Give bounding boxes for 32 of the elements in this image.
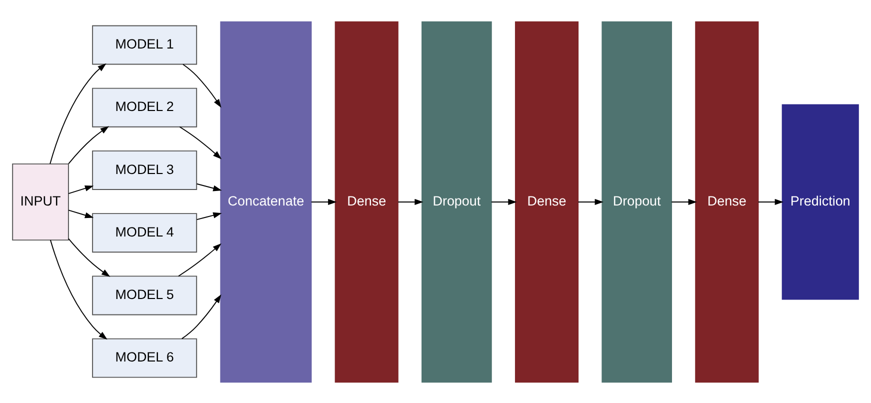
- node-box: MODEL 5: [92, 275, 198, 315]
- node-box: Concatenate: [220, 20, 312, 382]
- arrow: [50, 239, 108, 340]
- arrow: [196, 212, 222, 220]
- node-box: Dense: [334, 20, 398, 382]
- node-box: Dropout: [602, 20, 672, 382]
- arrow: [68, 238, 110, 276]
- node-box: Prediction: [782, 104, 859, 300]
- arrow: [671, 198, 697, 205]
- node-box: Dense: [695, 20, 759, 382]
- node-box: Dropout: [422, 20, 492, 382]
- arrow: [68, 209, 94, 218]
- node-box: Dense: [514, 20, 579, 382]
- arrow: [178, 242, 222, 276]
- node-box: MODEL 3: [92, 150, 198, 190]
- node-box: INPUT: [12, 162, 69, 240]
- node-box: MODEL 1: [92, 24, 198, 64]
- arrow: [578, 198, 604, 205]
- node-box: MODEL 2: [92, 87, 198, 127]
- arrow: [181, 294, 222, 339]
- arrow: [398, 198, 424, 205]
- arrow: [491, 198, 517, 205]
- arrow: [196, 182, 222, 191]
- arrow: [68, 126, 110, 164]
- arrow: [182, 63, 222, 108]
- arrow: [179, 126, 222, 159]
- node-box: MODEL 4: [92, 212, 198, 252]
- arrow: [68, 184, 94, 194]
- node-box: MODEL 6: [92, 338, 198, 378]
- arrow: [310, 198, 337, 205]
- arrow: [758, 198, 784, 205]
- arrow: [50, 62, 106, 164]
